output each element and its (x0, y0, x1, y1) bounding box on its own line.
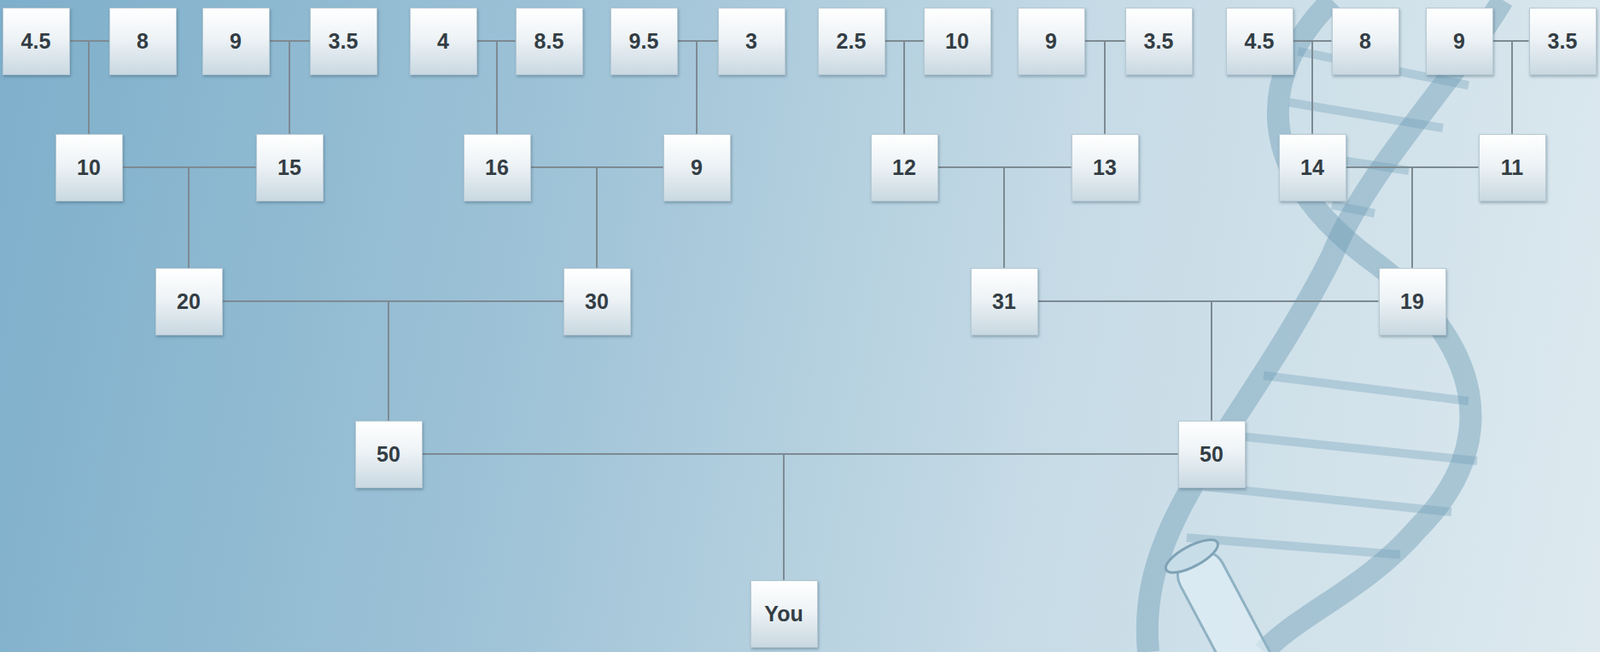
lineage-line (1038, 301, 1213, 421)
box-value: 4.5 (21, 29, 52, 54)
ancestor-box: 50 (355, 420, 423, 489)
ancestor-box: 30 (563, 268, 631, 336)
box-value: 9 (1453, 29, 1466, 54)
lineage-line (88, 40, 110, 135)
ancestor-box: 11 (1478, 134, 1547, 202)
ancestor-box: 4.5 (1226, 7, 1294, 76)
box-value: 3.5 (1547, 29, 1578, 54)
ancestor-box: 13 (1071, 134, 1139, 202)
box-value: 12 (892, 155, 917, 181)
ancestor-box: 19 (1378, 268, 1447, 336)
ancestor-box: 50 (1178, 420, 1246, 489)
ancestor-box: 8 (1331, 7, 1400, 76)
lineage-line (70, 40, 90, 135)
box-value: 14 (1300, 155, 1325, 181)
box-value: 30 (584, 289, 609, 315)
lineage-line (904, 40, 924, 135)
ancestor-box: 10 (55, 134, 123, 202)
lineage-line (885, 40, 906, 135)
ancestor-box: 8.5 (515, 7, 584, 76)
box-value: 11 (1500, 155, 1524, 181)
lineage-line (388, 301, 564, 421)
box-value: 9 (690, 155, 703, 181)
lineage-line (1512, 40, 1530, 135)
ancestor-box: 9.5 (610, 7, 678, 76)
lineage-line (1293, 40, 1314, 135)
box-value: 2.5 (836, 29, 867, 54)
box-value: 50 (1199, 442, 1224, 468)
lineage-line (783, 454, 1179, 581)
ancestor-box: 14 (1278, 134, 1347, 202)
ancestor-box: 9 (663, 134, 731, 202)
ancestor-box: 3.5 (1529, 7, 1597, 76)
lineage-line (1085, 40, 1106, 135)
box-value: 9.5 (629, 29, 660, 54)
box-value: 4.5 (1244, 29, 1275, 54)
lineage-line (269, 40, 291, 135)
box-value: 4 (437, 29, 450, 54)
box-value: You (764, 601, 803, 627)
ancestor-box: 10 (923, 7, 992, 76)
ancestor-box: 12 (870, 134, 939, 202)
lineage-line (938, 167, 1005, 269)
box-value: 20 (176, 289, 201, 315)
box-value: 10 (945, 29, 970, 54)
ancestor-box: 4.5 (2, 7, 71, 76)
test-tube (1161, 533, 1289, 652)
box-value: 9 (1045, 29, 1057, 54)
ancestor-box: 20 (155, 268, 223, 336)
box-value: 3.5 (1144, 29, 1174, 54)
box-value: 13 (1092, 155, 1117, 181)
lineage-line (531, 167, 598, 269)
lineage-line (422, 454, 785, 581)
box-value: 15 (277, 155, 302, 181)
lineage-line (677, 40, 698, 135)
dna-helix (1147, 0, 1503, 652)
ancestor-box: 31 (970, 268, 1039, 336)
ancestor-box: 3.5 (1125, 7, 1193, 76)
ancestor-box: 3 (718, 7, 786, 76)
box-value: 8.5 (534, 29, 565, 54)
box-value: 50 (376, 442, 401, 468)
box-value: 19 (1400, 289, 1425, 315)
lineage-line (1211, 301, 1379, 421)
box-value: 16 (484, 155, 509, 181)
box-value: 31 (992, 289, 1017, 315)
lineage-line (696, 40, 719, 135)
ancestor-box: 9 (1017, 7, 1086, 76)
lineage-line (1412, 167, 1479, 269)
box-value: 8 (1359, 29, 1372, 54)
box-value: 3.5 (328, 29, 359, 54)
lineage-line (222, 301, 390, 421)
you-box: You (750, 580, 818, 649)
box-value: 10 (76, 155, 101, 181)
box-value: 9 (229, 29, 242, 54)
lineage-line (188, 167, 257, 269)
ancestor-box: 4 (409, 7, 478, 76)
lineage-line (596, 167, 664, 269)
ancestor-box: 15 (256, 134, 324, 202)
lineage-line (1104, 40, 1126, 135)
ancestor-box: 9 (1425, 7, 1494, 76)
ancestor-box: 3.5 (309, 7, 378, 76)
lineage-line (496, 40, 516, 135)
ancestor-box: 2.5 (817, 7, 886, 76)
lineage-line (1004, 167, 1072, 269)
lineage-line (477, 40, 498, 135)
lineage-line (1312, 40, 1332, 135)
box-value: 3 (745, 29, 758, 54)
lineage-line (122, 167, 190, 269)
lineage-line (1346, 167, 1414, 269)
lineage-line (289, 40, 310, 135)
ancestor-box: 16 (463, 134, 532, 202)
ancestor-box: 8 (109, 7, 177, 76)
ancestor-box: 9 (202, 7, 270, 76)
box-value: 8 (136, 29, 149, 54)
lineage-line (1493, 40, 1513, 135)
